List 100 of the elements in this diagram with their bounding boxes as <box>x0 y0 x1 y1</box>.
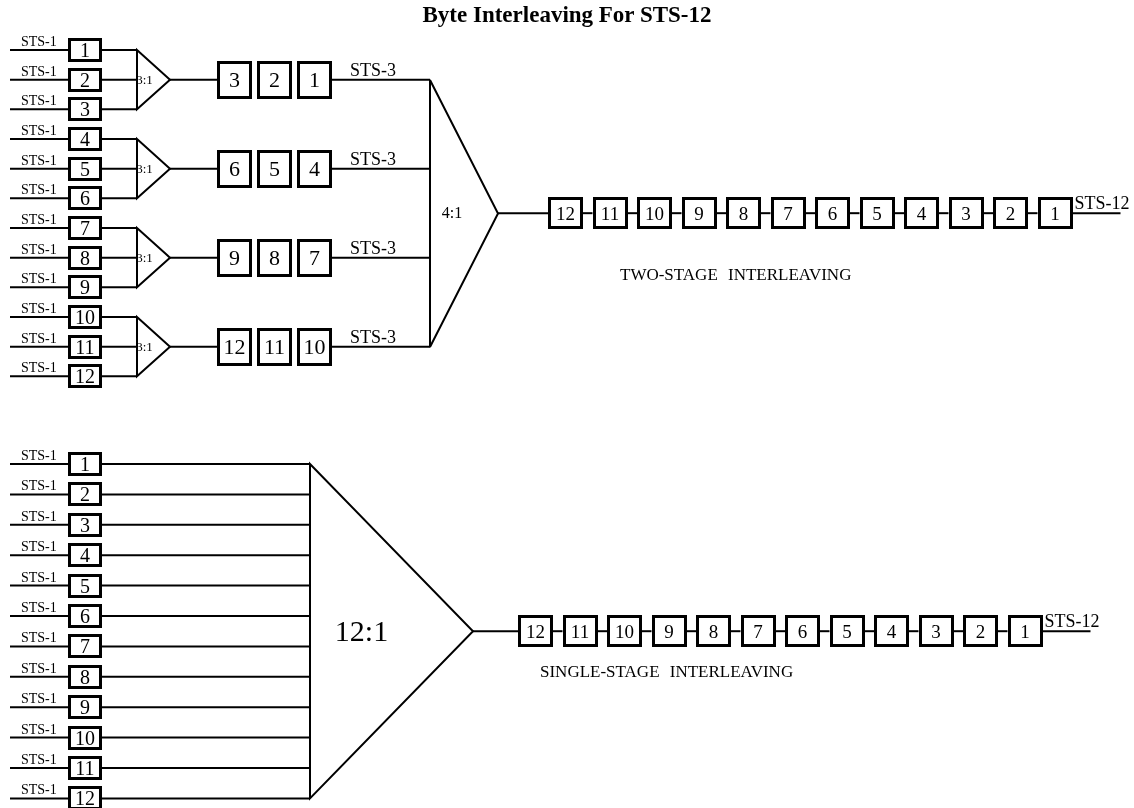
connector-line <box>938 212 950 215</box>
connector-line <box>9 463 69 465</box>
connector-line <box>101 736 311 739</box>
signal-label: STS-1 <box>21 783 57 798</box>
byte-slot: 1 <box>297 60 332 99</box>
signal-label: STS-1 <box>21 153 57 168</box>
byte-slot: 2 <box>68 67 102 92</box>
connector-line <box>952 630 964 633</box>
connector-line <box>331 345 431 348</box>
signal-label: STS-12 <box>1044 612 1100 631</box>
ratio-label: 4:1 <box>441 205 463 222</box>
byte-slot: 8 <box>726 197 761 230</box>
connector-line <box>1071 212 1122 215</box>
byte-slot: 7 <box>68 634 102 659</box>
byte-slot: 12 <box>518 615 553 648</box>
connector-line <box>9 49 69 51</box>
multiplexer-triangle <box>430 79 498 347</box>
byte-slot: 7 <box>68 216 102 240</box>
byte-slot: 2 <box>963 615 998 648</box>
signal-label: STS-1 <box>21 272 57 287</box>
multiplexer-triangle <box>137 50 170 110</box>
byte-slot: 12 <box>68 364 102 389</box>
caption-text: TWO-STAGE INTERLEAVING <box>620 266 852 283</box>
byte-slot: 5 <box>68 156 102 181</box>
connector-line <box>760 212 772 215</box>
byte-slot: 3 <box>68 97 102 122</box>
signal-label: STS-1 <box>21 540 57 555</box>
byte-slot: 11 <box>68 756 102 780</box>
byte-slot: 4 <box>68 127 102 151</box>
connector-line <box>9 797 69 800</box>
multiplexer-triangle <box>137 139 170 199</box>
connector-line <box>9 286 69 289</box>
connector-line <box>101 554 311 557</box>
signal-label: STS-3 <box>350 60 396 79</box>
signal-label: STS-1 <box>21 570 57 585</box>
signal-label: STS-1 <box>21 509 57 524</box>
signal-label: STS-1 <box>21 302 57 316</box>
ratio-label: 12:1 <box>334 616 389 647</box>
signal-label: STS-1 <box>21 213 57 227</box>
signal-label: STS-1 <box>21 449 57 463</box>
connector-line <box>169 167 218 170</box>
byte-slot: 9 <box>681 197 717 230</box>
connector-line <box>685 630 697 633</box>
connector-line <box>9 675 69 678</box>
connector-line <box>101 645 311 648</box>
byte-slot: 7 <box>770 197 806 230</box>
byte-slot: 4 <box>68 543 102 568</box>
signal-label: STS-1 <box>21 479 57 494</box>
connector-line <box>331 78 431 81</box>
byte-slot: 2 <box>257 60 292 99</box>
connector-line <box>1041 630 1092 633</box>
connector-line <box>9 138 69 140</box>
connector-line <box>9 167 69 170</box>
signal-label: STS-1 <box>21 692 57 707</box>
connector-line <box>804 212 816 215</box>
signal-label: STS-1 <box>21 64 57 79</box>
connector-line <box>9 197 69 200</box>
signal-label: STS-1 <box>21 242 57 257</box>
connector-line <box>101 584 311 587</box>
byte-slot: 11 <box>592 197 628 230</box>
byte-slot: 2 <box>993 197 1028 230</box>
diagram-title: Byte Interleaving For STS-12 <box>421 3 713 26</box>
signal-label: STS-3 <box>350 327 396 346</box>
multiplexer-triangle <box>137 317 170 377</box>
connector-line <box>101 493 311 496</box>
byte-slot: 9 <box>651 615 687 648</box>
byte-slot: 12 <box>217 327 252 366</box>
byte-slot: 1 <box>1007 615 1043 648</box>
connector-line <box>472 630 519 633</box>
byte-slot: 2 <box>68 482 102 507</box>
connector-line <box>9 108 69 111</box>
signal-label: STS-1 <box>21 601 57 615</box>
byte-slot: 8 <box>696 615 731 648</box>
connector-line <box>101 463 311 465</box>
connector-line <box>497 212 549 215</box>
connector-line <box>169 256 218 259</box>
byte-slot: 11 <box>257 327 292 366</box>
byte-slot: 5 <box>257 149 292 188</box>
connector-line <box>671 212 683 215</box>
connector-line <box>101 767 311 769</box>
connector-line <box>101 138 138 140</box>
connector-line <box>863 630 875 633</box>
connector-line <box>101 197 138 200</box>
connector-line <box>9 615 69 617</box>
connector-line <box>9 584 69 587</box>
byte-slot: 9 <box>68 275 102 300</box>
connector-line <box>626 212 638 215</box>
connector-line <box>9 227 69 229</box>
byte-slot: 4 <box>297 149 332 188</box>
signal-label: STS-1 <box>21 183 57 198</box>
connector-line <box>169 78 218 81</box>
connector-line <box>997 630 1009 633</box>
byte-slot: 6 <box>785 615 820 648</box>
signal-label: STS-1 <box>21 124 57 138</box>
connector-line <box>908 630 920 633</box>
signal-label: STS-1 <box>21 361 57 376</box>
byte-slot: 5 <box>829 615 865 648</box>
connector-line <box>101 797 311 800</box>
byte-slot: 6 <box>68 186 102 211</box>
byte-slot: 8 <box>257 238 292 277</box>
